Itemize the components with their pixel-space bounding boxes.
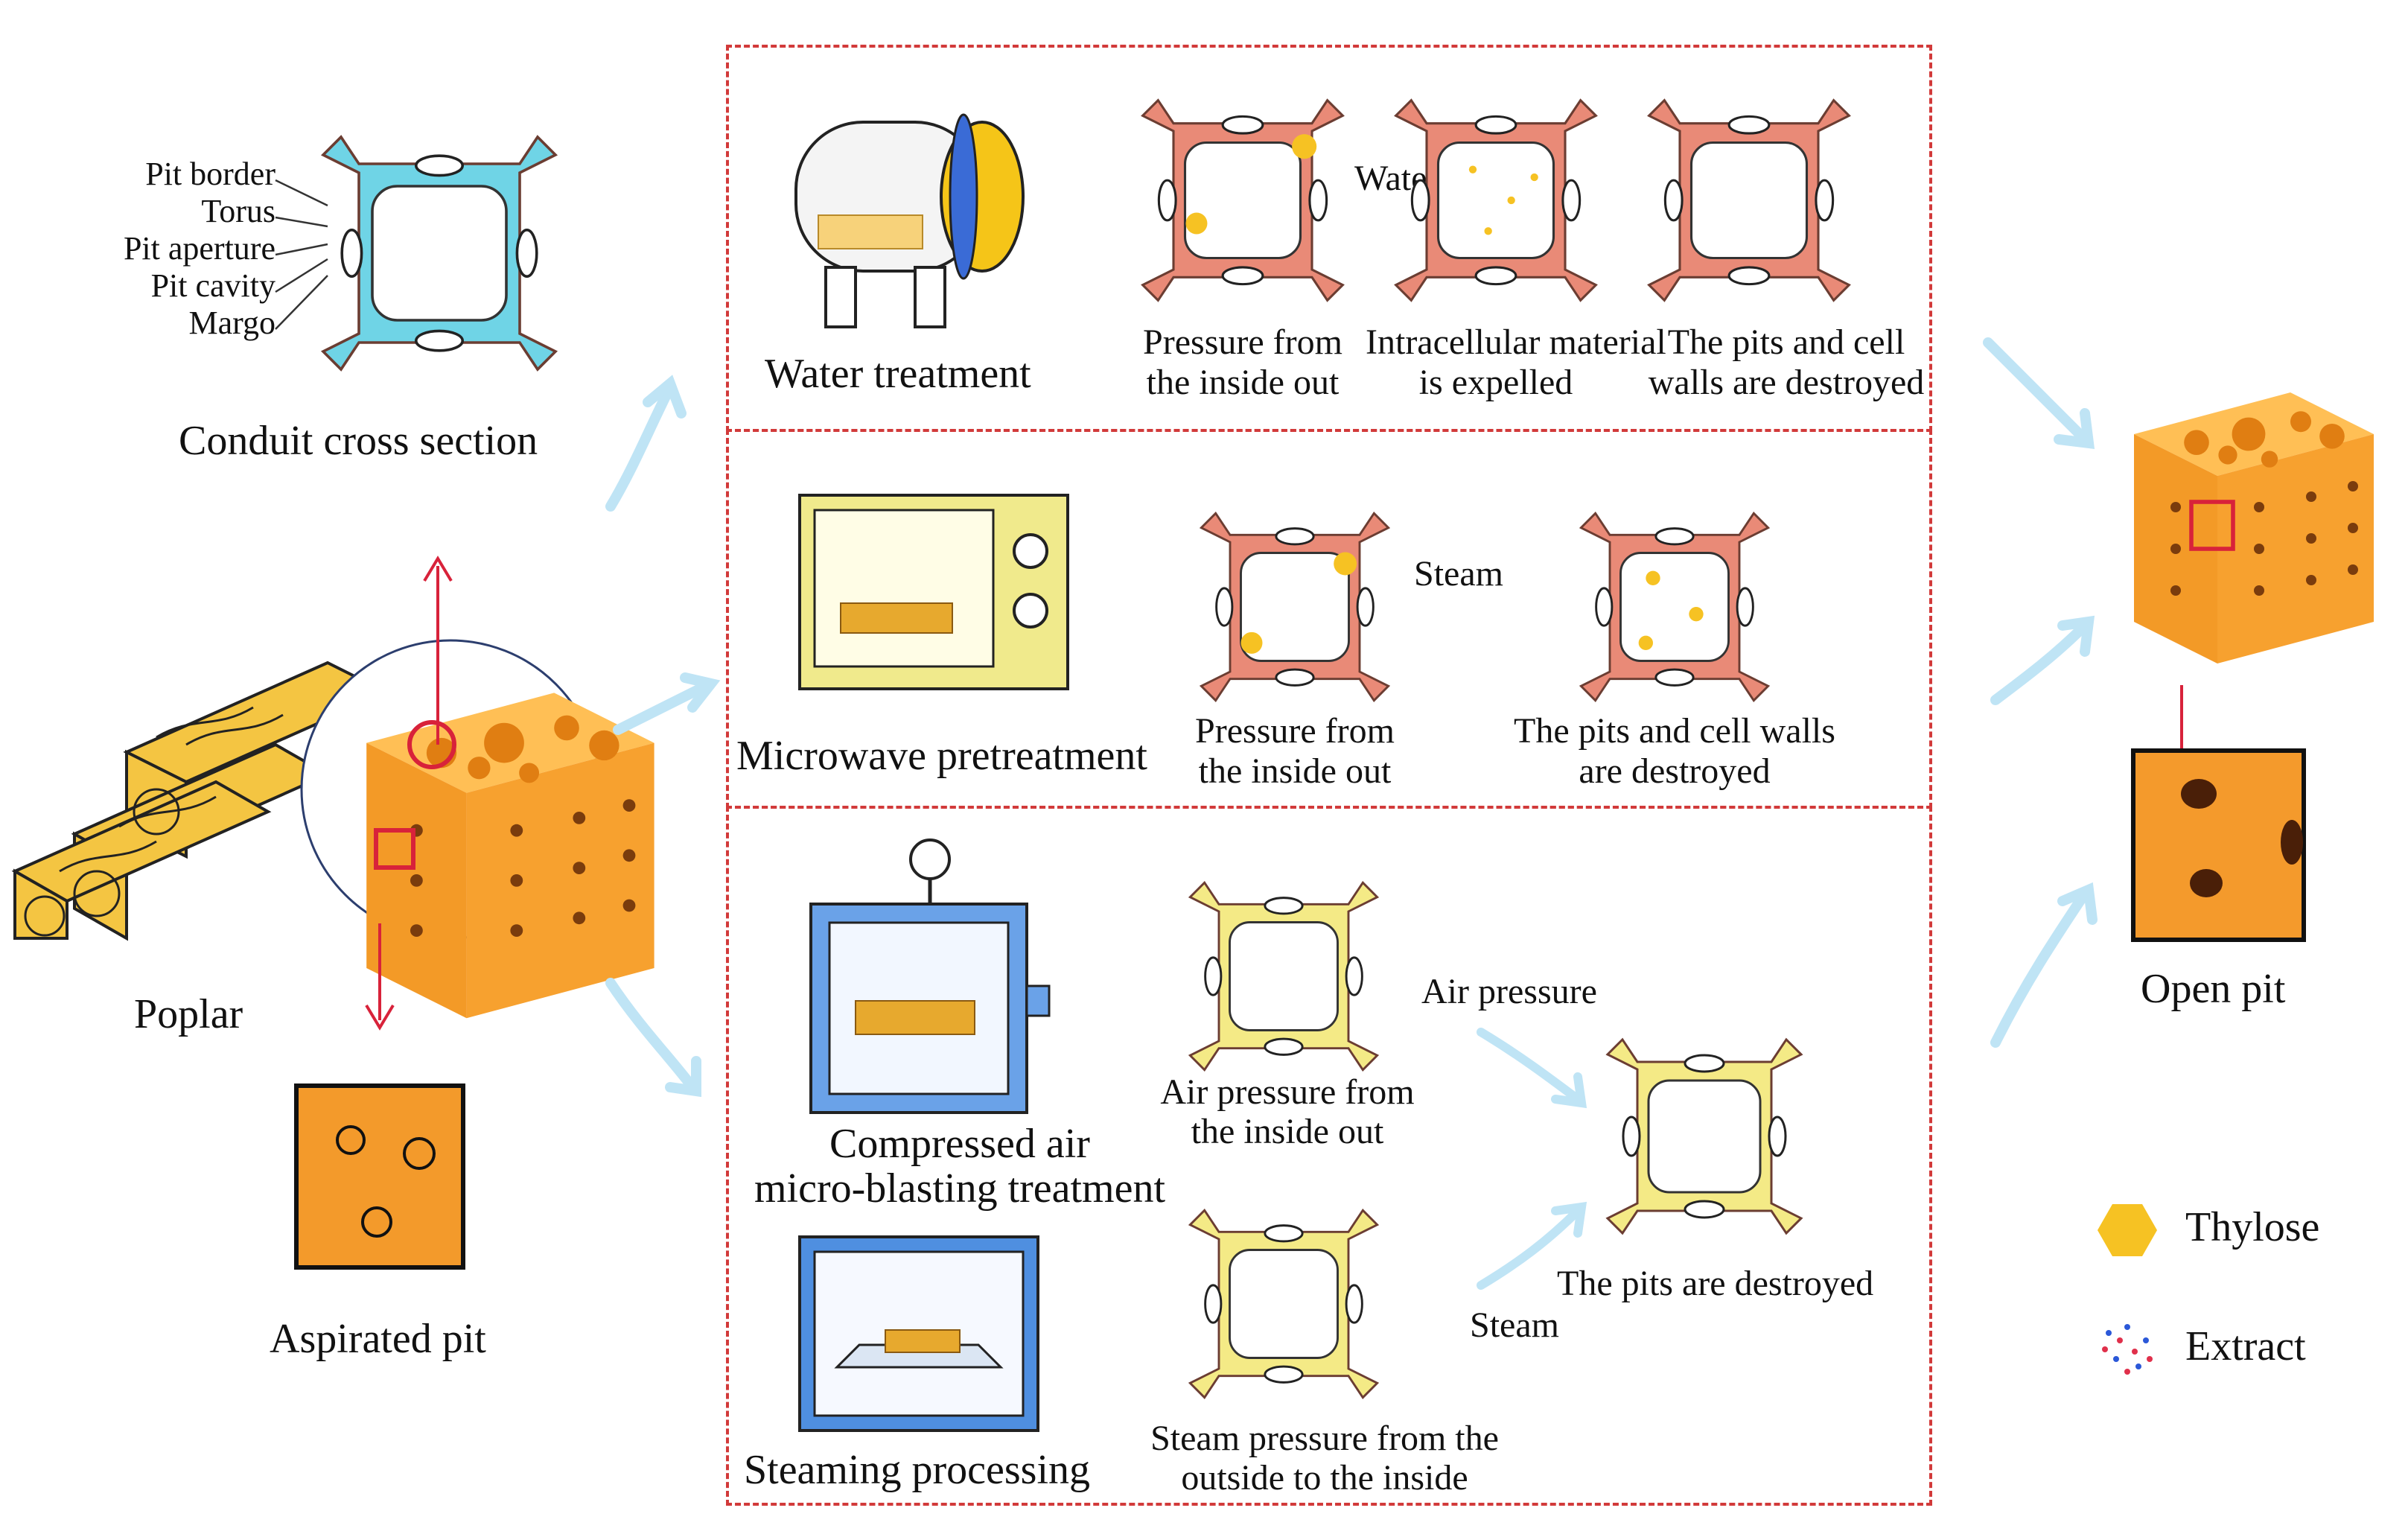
- microwave-pretreatment-title: Microwave pretreatment: [736, 733, 1147, 779]
- water-cell-2: [1380, 85, 1611, 316]
- extract-icon: [2094, 1318, 2161, 1378]
- conduit-labels: Pit border Torus Pit aperture Pit cavity…: [74, 156, 275, 350]
- thylose-icon: [2094, 1200, 2161, 1260]
- pit-border-label: Pit border: [145, 156, 275, 192]
- flow-arrows-right: [1983, 337, 2098, 1048]
- microwave-cell-2: [1567, 499, 1783, 715]
- microwave-medium-label: Steam: [1414, 554, 1503, 594]
- steaming-processing-title: Steaming processing: [744, 1447, 1091, 1493]
- steaming-medium-label: Steam: [1470, 1305, 1559, 1345]
- air-step-line-2: the inside out: [1191, 1112, 1384, 1151]
- water-step-2-line-2: is expelled: [1418, 363, 1573, 402]
- merge-arrows: [1477, 1028, 1587, 1290]
- microwave-pretreatment-panel: Microwave pretreatment Steam Pressure fr…: [726, 429, 1932, 809]
- air-title-line-2: micro-blasting treatment: [754, 1165, 1166, 1212]
- microwave-step-1-line-2: the inside out: [1198, 751, 1392, 791]
- steam-step-line-1: Steam pressure from the: [1150, 1419, 1499, 1458]
- water-step-1-line-1: Pressure from: [1143, 322, 1342, 362]
- flow-arrows-left: [605, 375, 721, 1098]
- aspirated-pit-label: Aspirated pit: [270, 1316, 486, 1362]
- torus-label: Torus: [201, 193, 275, 229]
- microwave-oven: [796, 491, 1071, 693]
- steam-step-line-2: outside to the inside: [1181, 1458, 1468, 1498]
- air-step-line-1: Air pressure from: [1160, 1072, 1415, 1112]
- legend: Thylose Extract: [2085, 1191, 2383, 1385]
- open-pit-label: Open pit: [2141, 966, 2286, 1012]
- water-treatment-panel: Water treatment Water Pressure from the …: [726, 45, 1932, 432]
- aspirated-pit-image: [294, 1083, 465, 1270]
- air-cell: [1176, 868, 1392, 1084]
- pressure-chamber: [796, 830, 1064, 1127]
- air-title-line-1: Compressed air: [829, 1121, 1090, 1167]
- steam-cell: [1176, 1196, 1392, 1412]
- poplar-label: Poplar: [134, 991, 243, 1037]
- pits-destroyed-label: The pits are destroyed: [1557, 1264, 1874, 1303]
- poplar-red-arrows: [365, 556, 453, 1031]
- water-step-3-line-2: walls are destroyed: [1648, 363, 1925, 402]
- conduit-leader-lines: [275, 179, 328, 330]
- water-step-2-line-1: Intracellular material: [1366, 322, 1666, 362]
- open-pit-block: [2092, 343, 2405, 693]
- microwave-step-2-line-1: The pits and cell walls: [1514, 711, 1835, 751]
- pit-aperture-label: Pit aperture: [123, 230, 275, 267]
- open-pit-image: [2131, 748, 2306, 942]
- destroyed-cell: [1593, 1025, 1816, 1248]
- steaming-box: [796, 1233, 1042, 1434]
- blasting-steaming-panel: Compressed air micro-blasting treatment …: [726, 806, 1932, 1506]
- water-step-1-line-2: the inside out: [1146, 363, 1340, 402]
- conduit-cross-section: [298, 119, 581, 387]
- pit-cavity-label: Pit cavity: [150, 267, 275, 304]
- water-cell-1: [1127, 85, 1358, 316]
- microwave-step-2-line-2: are destroyed: [1579, 751, 1771, 791]
- air-pressure-label: Air pressure: [1421, 972, 1597, 1011]
- legend-thylose-label: Thylose: [2185, 1204, 2320, 1250]
- water-tank: [781, 85, 1034, 338]
- water-step-3-line-1: The pits and cell: [1667, 322, 1905, 362]
- microwave-cell-1: [1187, 499, 1403, 715]
- margo-label: Margo: [188, 305, 275, 341]
- conduit-cross-section-title: Conduit cross section: [179, 418, 538, 464]
- legend-extract-label: Extract: [2185, 1323, 2306, 1369]
- poplar-wood-pile: [11, 661, 402, 941]
- water-cell-3: [1634, 85, 1864, 316]
- water-treatment-title: Water treatment: [765, 351, 1031, 397]
- poplar-magnifier: [294, 633, 607, 946]
- microwave-step-1-line-1: Pressure from: [1195, 711, 1395, 751]
